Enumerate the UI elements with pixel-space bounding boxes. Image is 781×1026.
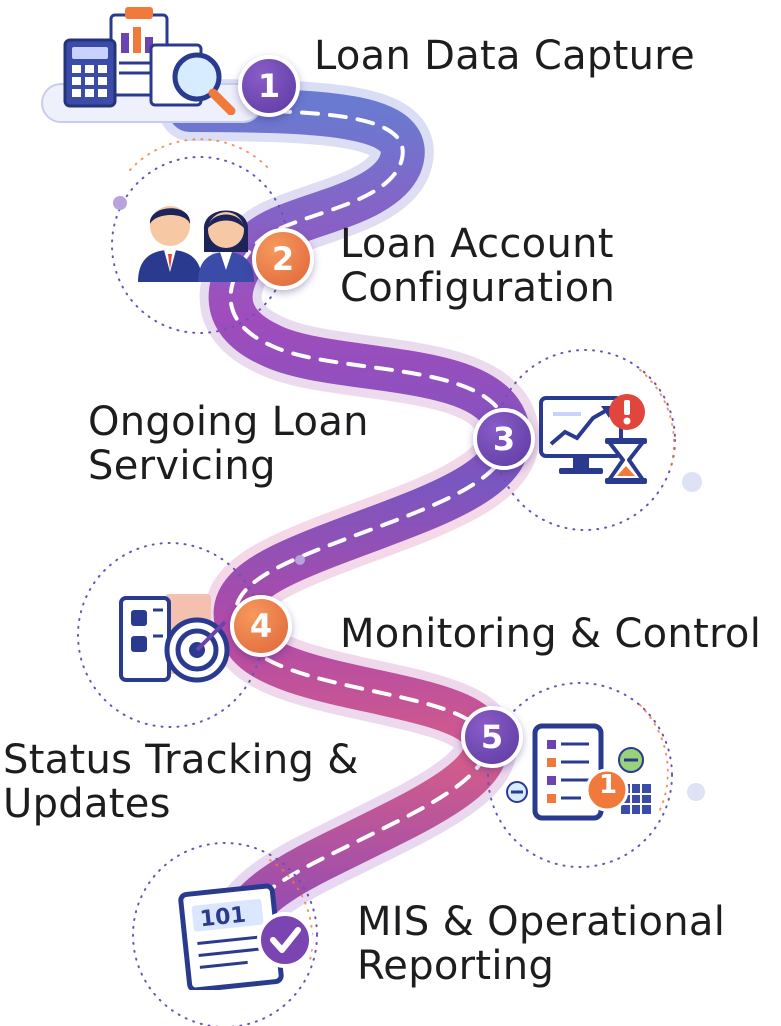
- step-badge-3: 3: [473, 408, 535, 470]
- business-people-icon: [138, 206, 254, 282]
- report-document-check-icon: [178, 883, 313, 990]
- step-label-6: MIS & Operational Reporting: [357, 899, 726, 989]
- road-center-dashes: [188, 108, 511, 942]
- step-badge-5: 5: [461, 706, 523, 768]
- monitor-chart-hourglass-icon: [539, 394, 647, 484]
- calculator-report-magnifier-icon: [63, 7, 236, 115]
- step-badge-1: 1: [238, 55, 300, 117]
- tablet-number-badge: 1: [598, 770, 618, 800]
- step-badge-2: 2: [252, 228, 314, 290]
- folders-target-icon: [119, 594, 230, 683]
- report-code-text: 101: [198, 902, 248, 933]
- step-badge-4: 4: [230, 595, 292, 657]
- step-label-2: Loan Account Configuration: [340, 221, 616, 311]
- tablet-checklist-icon: [506, 723, 651, 821]
- icon-halos-accent: [129, 138, 675, 961]
- step-label-4: Monitoring & Control: [340, 611, 762, 657]
- step-label-3: Ongoing Loan Servicing: [88, 399, 369, 489]
- step-label-1: Loan Data Capture: [314, 33, 695, 79]
- step-label-5: Status Tracking & Updates: [3, 737, 359, 827]
